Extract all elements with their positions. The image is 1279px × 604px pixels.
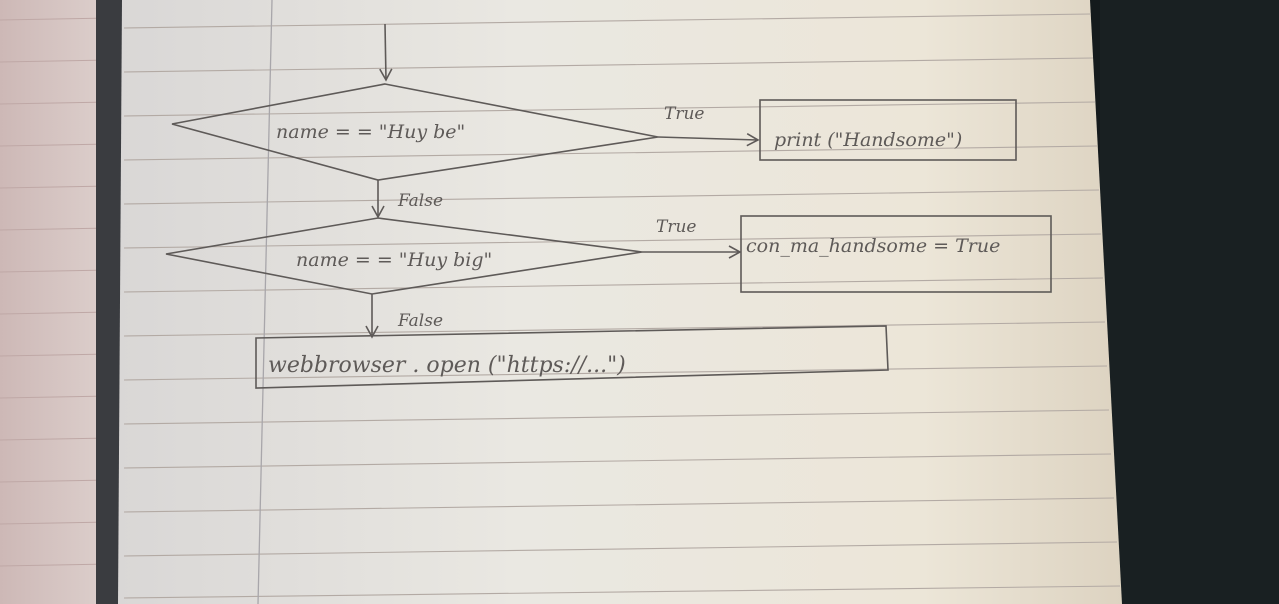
- entry-arrow: [379, 23, 393, 82]
- decision-1-false-label: False: [397, 191, 443, 211]
- decision-1-label: name = = "Huy be": [276, 121, 465, 143]
- action-1-label: print ("Handsome"): [774, 129, 962, 151]
- right-page: [118, 0, 1122, 604]
- margin-line: [257, 0, 273, 604]
- flowchart-text: name = = "Huy be" True print ("Handsome"…: [268, 104, 1000, 378]
- action-3-box: [255, 325, 889, 389]
- decision-2-false-label: False: [397, 311, 443, 331]
- decision-1-true-label: True: [664, 104, 704, 124]
- decision-2-true-label: True: [656, 217, 696, 237]
- action-2-label: con_ma_handsome = True: [746, 235, 1000, 257]
- left-page: [0, 0, 111, 604]
- decision-1-true-arrow: [657, 132, 760, 147]
- decision-2-label: name = = "Huy big": [296, 249, 492, 271]
- flowchart: [165, 23, 1052, 389]
- action-2-box: [740, 215, 1052, 293]
- action-3-label: webbrowser . open ("https://..."): [268, 353, 626, 378]
- action-1-box: [759, 99, 1017, 161]
